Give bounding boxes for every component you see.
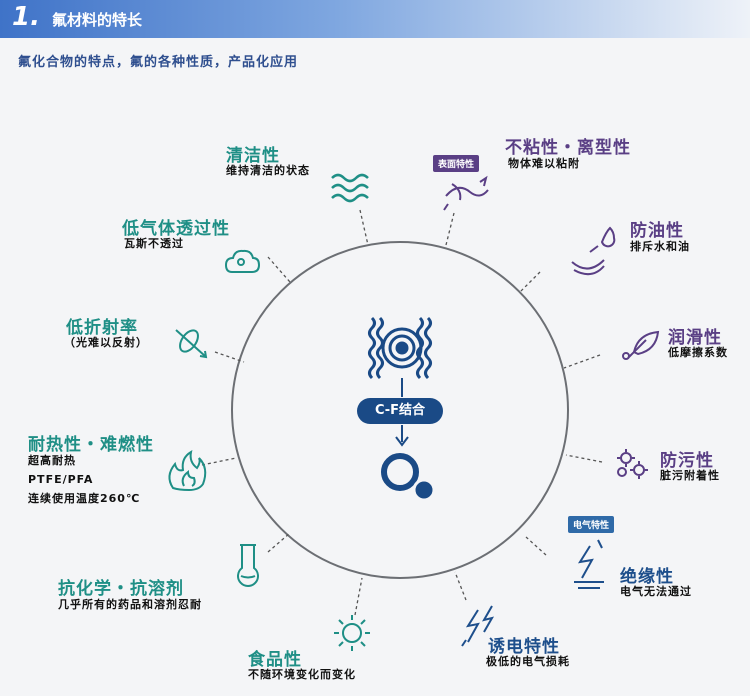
property-food-desc: 不随环境变化而变化 [248,668,356,681]
spoke-cleanliness [359,209,369,246]
property-heat-desc-1: 超高耐热 [28,454,76,467]
surface-property-tag: 表面特性 [433,155,480,172]
flask-icon [237,544,259,587]
spoke-heat [201,457,237,466]
electrical-property-tag: 电气特性 [568,516,615,533]
property-chemical-title: 抗化学・抗溶剂 [58,579,184,599]
insulation-icon [574,539,604,589]
spoke-dielectric [454,571,467,601]
property-food-title: 食品性 [248,650,302,670]
property-chemical-desc: 几乎所有的药品和溶剂忍耐 [58,598,202,611]
release-icon [443,175,489,211]
section-number: 1. [12,2,40,32]
concentric-rings-icon [381,327,423,369]
spokes [201,209,603,616]
property-antifouling-desc: 脏污附着性 [660,469,720,482]
property-gas-desc: 瓦斯不透过 [124,237,184,250]
property-heat-desc-2: PTFE/PFA [28,473,94,486]
molecule-icon [381,453,436,502]
property-antifouling-title: 防污性 [660,451,714,471]
property-lubricity-title: 润滑性 [668,328,722,348]
spoke-refraction [214,351,245,363]
spoke-oil [519,271,541,293]
property-insulation-title: 绝缘性 [620,567,674,587]
section-title: 氟材料的特长 [52,11,143,29]
spoke-nonstick [445,212,455,246]
down-arrow-icon [395,425,409,447]
flame-icon [168,449,207,492]
spoke-food [354,577,363,616]
property-cleanliness-title: 清洁性 [226,146,280,166]
spoke-gas [267,256,291,283]
property-refraction-title: 低折射率 [66,318,138,338]
spoke-chemical [267,532,291,553]
cloud-icon [224,249,261,273]
property-oil-title: 防油性 [630,221,684,241]
property-heat-title: 耐热性・难燃性 [28,435,154,455]
spoke-antifouling [565,454,603,463]
sun-icon [334,615,370,651]
property-gas-title: 低气体透过性 [122,219,230,239]
property-dielectric-desc: 极低的电气损耗 [486,655,570,668]
lightning-icon [461,605,495,647]
property-nonstick-title: 不粘性・离型性 [505,138,631,158]
main-circle [231,241,569,579]
property-cleanliness-desc: 维持清洁的状态 [226,164,310,177]
property-oil-desc: 排斥水和油 [630,240,690,253]
property-refraction-desc: （光难以反射） [64,336,148,349]
cf-bond-label: C-F结合 [357,398,443,424]
prism-icon [175,329,208,359]
property-dielectric-title: 诱电特性 [488,637,560,657]
page-subtitle: 氟化合物的特点，氟的各种性质，产品化应用 [18,55,299,70]
spoke-lubricity [563,354,601,369]
gears-icon [617,449,648,479]
oil-drop-icon [571,226,616,276]
property-heat-desc-3: 连续使用温度260℃ [28,492,141,505]
waves-icon [331,173,369,203]
property-nonstick-desc: 物体难以粘附 [508,157,580,170]
property-lubricity-desc: 低摩擦系数 [668,346,728,359]
header-bar: 1. 氟材料的特长 [0,0,750,38]
property-insulation-desc: 电气无法通过 [620,585,692,598]
spoke-insulation [525,536,547,556]
leaf-icon [622,330,660,360]
